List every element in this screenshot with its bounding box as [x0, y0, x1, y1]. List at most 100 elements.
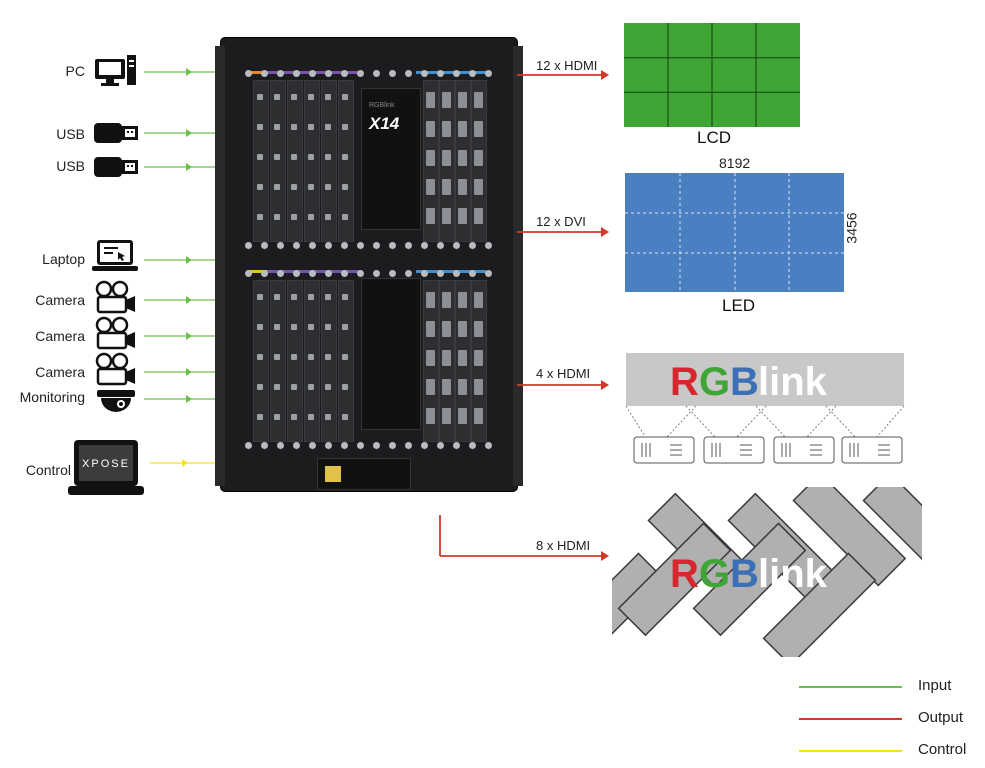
card-port — [257, 214, 263, 220]
desktop-pc-icon — [95, 55, 136, 86]
card-port — [325, 184, 331, 190]
card-port — [291, 414, 297, 420]
chassis-screw — [277, 70, 284, 77]
card-port — [257, 124, 263, 130]
logo-word-link: link — [758, 552, 828, 596]
card-port — [274, 184, 280, 190]
chassis-screw — [389, 70, 396, 77]
video-camera-icon — [95, 316, 135, 350]
input-card — [321, 280, 337, 442]
input-card — [321, 80, 337, 242]
dvi-port — [426, 208, 435, 224]
power-switch — [325, 466, 341, 482]
logo-letter-b: B — [730, 552, 759, 596]
chassis-screw — [357, 442, 364, 449]
card-port — [257, 384, 263, 390]
chassis-screw — [469, 70, 476, 77]
projector-icons — [633, 436, 903, 464]
chassis-screw — [341, 70, 348, 77]
led-height-label: 3456 — [843, 212, 860, 244]
card-port — [342, 324, 348, 330]
dvi-port — [474, 408, 483, 424]
input-card — [338, 280, 354, 442]
chassis-screw — [405, 242, 412, 249]
card-port — [291, 184, 297, 190]
dvi-port — [426, 321, 435, 337]
dvi-port — [426, 92, 435, 108]
source-label-control: Control — [25, 462, 71, 478]
dvi-port — [474, 379, 483, 395]
dvi-port — [442, 408, 451, 424]
chassis-screw — [357, 70, 364, 77]
card-stripe-orange — [249, 270, 267, 273]
dvi-port — [426, 150, 435, 166]
chassis-screw — [453, 442, 460, 449]
card-port — [308, 414, 314, 420]
chassis-screw — [437, 70, 444, 77]
video-camera-icon — [95, 280, 135, 314]
card-port — [257, 414, 263, 420]
input-card — [287, 280, 303, 442]
card-port — [325, 94, 331, 100]
card-stripe-orange — [249, 71, 267, 74]
chassis-screw — [485, 270, 492, 277]
logo-letter-r: R — [670, 552, 699, 596]
card-port — [325, 414, 331, 420]
chassis-screw — [245, 242, 252, 249]
input-card — [270, 80, 286, 242]
card-port — [342, 354, 348, 360]
input-card — [253, 80, 269, 242]
chassis-screw — [405, 70, 412, 77]
legend-label-output: Output — [918, 709, 964, 726]
chassis-screw — [485, 442, 492, 449]
logo-letter-g: G — [699, 552, 730, 596]
chassis-screw — [421, 442, 428, 449]
dvi-port — [458, 292, 467, 308]
chassis-screw — [421, 270, 428, 277]
card-port — [291, 354, 297, 360]
source-label-usb-1: USB — [56, 126, 85, 142]
chassis-screw — [309, 442, 316, 449]
card-port — [342, 184, 348, 190]
chassis-screw — [325, 442, 332, 449]
chassis-screw — [373, 270, 380, 277]
chassis-screw — [437, 270, 444, 277]
chassis-screw — [277, 270, 284, 277]
card-port — [308, 214, 314, 220]
card-port — [291, 384, 297, 390]
logo-word-link: link — [758, 360, 828, 404]
mosaic-screen: R G B link — [612, 487, 922, 657]
usb-drive-icon — [94, 157, 138, 177]
card-port — [325, 354, 331, 360]
chassis-screw — [245, 70, 252, 77]
chassis-screw — [469, 242, 476, 249]
dvi-port — [458, 321, 467, 337]
dvi-port — [426, 121, 435, 137]
chassis-screw — [341, 242, 348, 249]
chassis-screw — [437, 442, 444, 449]
input-lines — [144, 68, 218, 403]
card-port — [342, 384, 348, 390]
lcd-video-wall — [624, 23, 800, 127]
chassis-screw — [293, 270, 300, 277]
card-port — [308, 94, 314, 100]
chassis-screw — [405, 442, 412, 449]
card-port — [325, 294, 331, 300]
input-card — [270, 280, 286, 442]
right-handle — [513, 46, 523, 486]
chassis-screw — [293, 242, 300, 249]
card-port — [342, 214, 348, 220]
dvi-port — [458, 179, 467, 195]
card-port — [274, 214, 280, 220]
legend-label-input: Input — [918, 677, 952, 694]
chassis-screw — [245, 270, 252, 277]
card-port — [257, 94, 263, 100]
dvi-port — [442, 92, 451, 108]
chassis-screw — [373, 70, 380, 77]
dvi-port — [426, 292, 435, 308]
card-port — [342, 294, 348, 300]
input-card — [253, 280, 269, 442]
card-port — [257, 184, 263, 190]
card-port — [257, 154, 263, 160]
